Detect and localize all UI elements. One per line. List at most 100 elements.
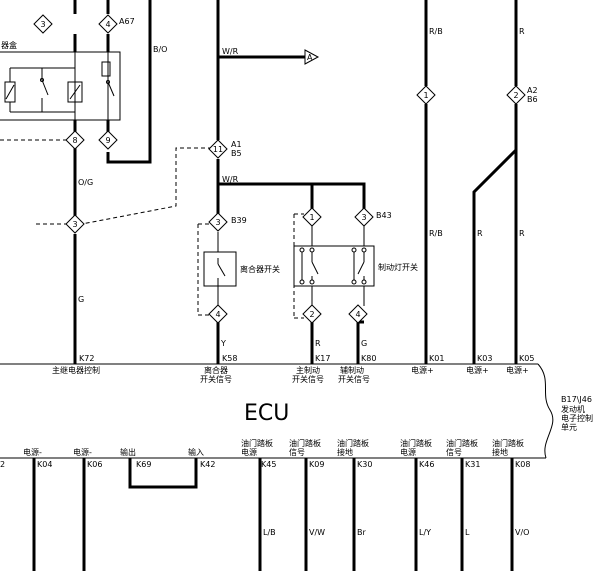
wire-label: R/B bbox=[429, 27, 443, 36]
ecu-pin-label: 电源 bbox=[241, 447, 257, 457]
ecu-pin: K58 bbox=[222, 354, 237, 363]
brake-switch-box bbox=[293, 245, 375, 287]
wire-label: W/R bbox=[222, 175, 239, 184]
ecu-pin-label: 信号 bbox=[446, 447, 462, 457]
wire-label: R bbox=[519, 229, 525, 238]
wire-label: R bbox=[477, 229, 483, 238]
ecu-desc-2: 单元 bbox=[561, 422, 577, 432]
ecu-pin-label: 油门踏板 bbox=[241, 438, 273, 448]
ecu-pin-label: 开关信号 bbox=[200, 374, 232, 384]
wire-label: R/B bbox=[429, 229, 443, 238]
wire-label: G bbox=[361, 339, 367, 348]
connector-pin-number: 3 bbox=[215, 218, 220, 227]
connector-a67: A67 bbox=[119, 17, 135, 26]
connector-pin-number: 1 bbox=[309, 213, 314, 222]
dashed-shield-a1 bbox=[81, 147, 212, 225]
ecu-pin: K08 bbox=[515, 460, 530, 469]
connector-diamond: 4 bbox=[98, 14, 118, 34]
wire-label: B/O bbox=[153, 45, 167, 54]
ecu-pin: K03 bbox=[477, 354, 492, 363]
connector-a1: A1 bbox=[231, 140, 242, 149]
wire-w-r-to-b43 bbox=[312, 182, 366, 210]
connector-a2: A2 bbox=[527, 86, 538, 95]
connector-diamond: 3 bbox=[354, 207, 374, 227]
ecu-pin-label: 电源+ bbox=[466, 365, 489, 375]
ecu-pin-label: 开关信号 bbox=[338, 374, 370, 384]
wire-label: L/Y bbox=[419, 528, 431, 537]
ecu-pin-label: 油门踏板 bbox=[492, 438, 524, 448]
connector-diamond: 9 bbox=[98, 130, 118, 150]
ecu-break-line bbox=[537, 363, 554, 459]
ecu-pin: K04 bbox=[37, 460, 52, 469]
wire-label: L bbox=[465, 528, 470, 537]
connector-diamond: 1 bbox=[416, 85, 436, 105]
ecu-pin: K72 bbox=[79, 354, 94, 363]
ecu-pin-label: 主制动 bbox=[296, 365, 320, 375]
brake-switch-label: 制动灯开关 bbox=[378, 262, 418, 272]
wire-label: O/G bbox=[78, 178, 93, 187]
connector-pin-number: 4 bbox=[215, 310, 220, 319]
wire-r-k03 bbox=[472, 148, 518, 364]
ecu-pin-label: 开关信号 bbox=[292, 374, 324, 384]
connector-b6: B6 bbox=[527, 95, 538, 104]
ecu-pin: K69 bbox=[136, 460, 151, 469]
wire-label: Br bbox=[357, 528, 366, 537]
connector-pin-number: 3 bbox=[72, 220, 77, 229]
connector-diamond: 2 bbox=[302, 304, 322, 324]
wire-w-r-horizontal bbox=[218, 182, 314, 210]
wire-b-o bbox=[106, 0, 152, 164]
connector-diamond: 2 bbox=[506, 85, 526, 105]
ecu-title: ECU bbox=[244, 401, 289, 426]
wire-label: G bbox=[78, 295, 84, 304]
ecu-pin-label: 油门踏板 bbox=[446, 438, 478, 448]
connector-diamond: 3 bbox=[65, 214, 85, 234]
connector-diamond: 3 bbox=[33, 14, 53, 34]
ecu-pin: K09 bbox=[309, 460, 324, 469]
brake-switch-contacts bbox=[299, 247, 367, 285]
connector-b5: B5 bbox=[231, 149, 242, 158]
ecu-pin: K06 bbox=[87, 460, 102, 469]
wire-label: V/W bbox=[309, 528, 325, 537]
connector-diamond: 1 bbox=[302, 207, 322, 227]
ecu-pin-label: 输出 bbox=[120, 447, 136, 457]
ecu-desc-0: 发动机 bbox=[561, 404, 585, 414]
connector-pin-number: 4 bbox=[105, 20, 110, 29]
connector-diamond: 4 bbox=[348, 304, 368, 324]
ecu-pin-label: 接地 bbox=[337, 447, 353, 457]
wire-label: W/R bbox=[222, 47, 239, 56]
ecu-pin: K17 bbox=[315, 354, 330, 363]
ecu-pin-label: 离合器 bbox=[204, 365, 228, 375]
ecu-pin-label: 输入 bbox=[188, 447, 204, 457]
connector-pin-number: 11 bbox=[213, 145, 223, 154]
connector-diamond: 11 bbox=[208, 139, 228, 159]
ecu-pin-label: 电源+ bbox=[411, 365, 434, 375]
ecu-pin: K80 bbox=[361, 354, 376, 363]
ecu-pin-label: 电源+ bbox=[506, 365, 529, 375]
connector-pin-number: 1 bbox=[423, 91, 428, 100]
ecu-pin-label: 电源- bbox=[73, 447, 92, 457]
ecu-pin-label: 油门踏板 bbox=[289, 438, 321, 448]
relay-box-internals bbox=[4, 52, 115, 120]
connector-b43: B43 bbox=[376, 211, 392, 220]
connector-pin-number: 2 bbox=[513, 91, 518, 100]
ecu-pin-label: 信号 bbox=[289, 447, 305, 457]
connector-pin-number: 9 bbox=[105, 136, 110, 145]
wire-label: L/B bbox=[263, 528, 276, 537]
svg-text:A: A bbox=[307, 53, 313, 62]
ecu-pin-label: 电源 bbox=[400, 447, 416, 457]
ecu-pin: K05 bbox=[519, 354, 534, 363]
ecu-pin: K31 bbox=[465, 460, 480, 469]
connector-pin-number: 3 bbox=[361, 213, 366, 222]
ecu-pin-label: 接地 bbox=[492, 447, 508, 457]
ecu-pin: K42 bbox=[200, 460, 215, 469]
clutch-switch-box bbox=[203, 251, 237, 287]
wire-label: V/O bbox=[515, 528, 529, 537]
ecu-pin-label: 主继电器控制 bbox=[52, 365, 100, 375]
ecu-id: B17\J46 bbox=[561, 395, 592, 404]
wire-label: R bbox=[315, 339, 321, 348]
ecu-desc-1: 电子控制 bbox=[561, 413, 593, 423]
arrow-a bbox=[304, 49, 320, 65]
relay-box-label: 器盒 bbox=[1, 40, 17, 50]
